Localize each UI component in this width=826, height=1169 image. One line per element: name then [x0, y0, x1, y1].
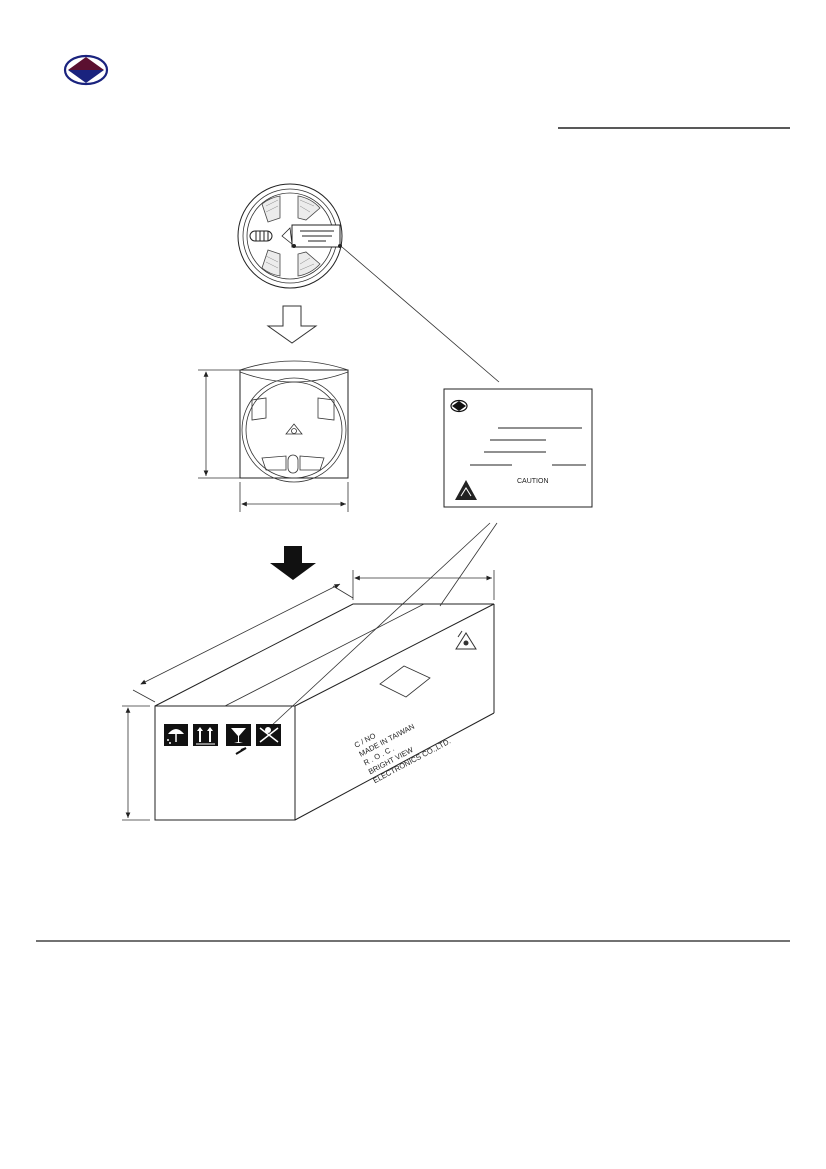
- company-logo-icon: [63, 54, 109, 86]
- label-leader-line: [341, 246, 500, 383]
- hollow-down-arrow-icon: [266, 305, 318, 344]
- label-logo-icon: [450, 399, 468, 413]
- carton-dimension-lines: [122, 570, 495, 821]
- label-card: CAUTION: [443, 388, 593, 508]
- bag-dimension-lines: [198, 369, 349, 512]
- carton-esd-icon: [455, 630, 477, 650]
- reel-drawing: [237, 183, 343, 289]
- reel-in-bag-drawing: [239, 360, 349, 483]
- this-way-up-arrows-icon: [193, 724, 218, 746]
- carton-marking: C / NO MADE IN TAIWAN R . O . C . BRIGHT…: [353, 722, 452, 785]
- do-not-stack-icon: [256, 724, 281, 746]
- fragile-glass-icon: [226, 724, 251, 755]
- leader-line-a: [439, 522, 498, 607]
- leader-line-b: [269, 522, 491, 728]
- esd-warning-icon: [455, 480, 477, 500]
- umbrella-keep-dry-icon: [164, 724, 188, 746]
- handling-icons: [164, 724, 281, 755]
- carton-box-drawing: [154, 603, 495, 821]
- solid-down-arrow-icon: [270, 546, 316, 580]
- caution-text: CAUTION: [517, 478, 549, 485]
